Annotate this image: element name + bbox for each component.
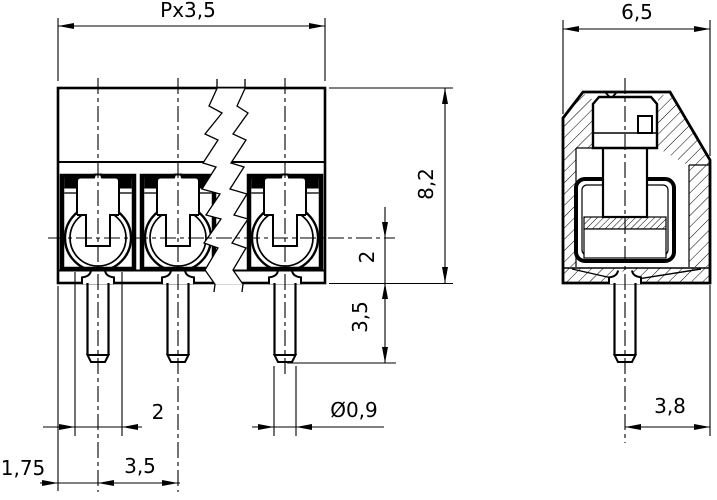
dim-label-pin-to-back: 3,8 [654, 394, 686, 418]
dim-pin-gauge-width: 2 [43, 272, 164, 436]
dim-pin-diameter: Ø0,9 [252, 366, 384, 436]
screw-slot [637, 115, 653, 134]
dim-label-overall-height: 8,2 [414, 168, 438, 200]
dim-body-depth: 6,5 [562, 0, 711, 156]
dim-overall-height: 8,2 [329, 87, 453, 285]
dim-label-pin-gauge-width: 2 [152, 400, 165, 424]
dim-pin-length: 3,5 [287, 301, 396, 364]
dim-pitch-total: Px3,5 [57, 0, 326, 81]
section-hatch-right-wall [658, 93, 709, 267]
dim-label-edge-to-pin: 1,75 [1, 456, 46, 480]
dim-label-wire-center-to-base: 2 [355, 251, 379, 264]
dim-pin-to-back: 3,8 [625, 285, 711, 436]
side-view-section [561, 90, 712, 364]
dim-wire-center-to-base: 2 [355, 207, 388, 363]
dim-edge-to-pin-and-pitch: 1,75 3,5 [1, 286, 180, 491]
dim-label-pin-diameter: Ø0,9 [330, 398, 378, 422]
dim-label-pin-length: 3,5 [348, 301, 372, 333]
centerlines [48, 78, 626, 492]
section-hatch-left-wall [564, 93, 593, 267]
dim-label-pitch-total: Px3,5 [160, 0, 216, 22]
dim-label-body-depth: 6,5 [621, 0, 653, 24]
dim-label-pitch: 3,5 [124, 454, 156, 478]
break-lines [200, 79, 250, 293]
dimensions: Px3,5 8,2 2 3,5 2 [1, 0, 711, 491]
front-view [56, 79, 327, 364]
screw-head [591, 95, 659, 150]
